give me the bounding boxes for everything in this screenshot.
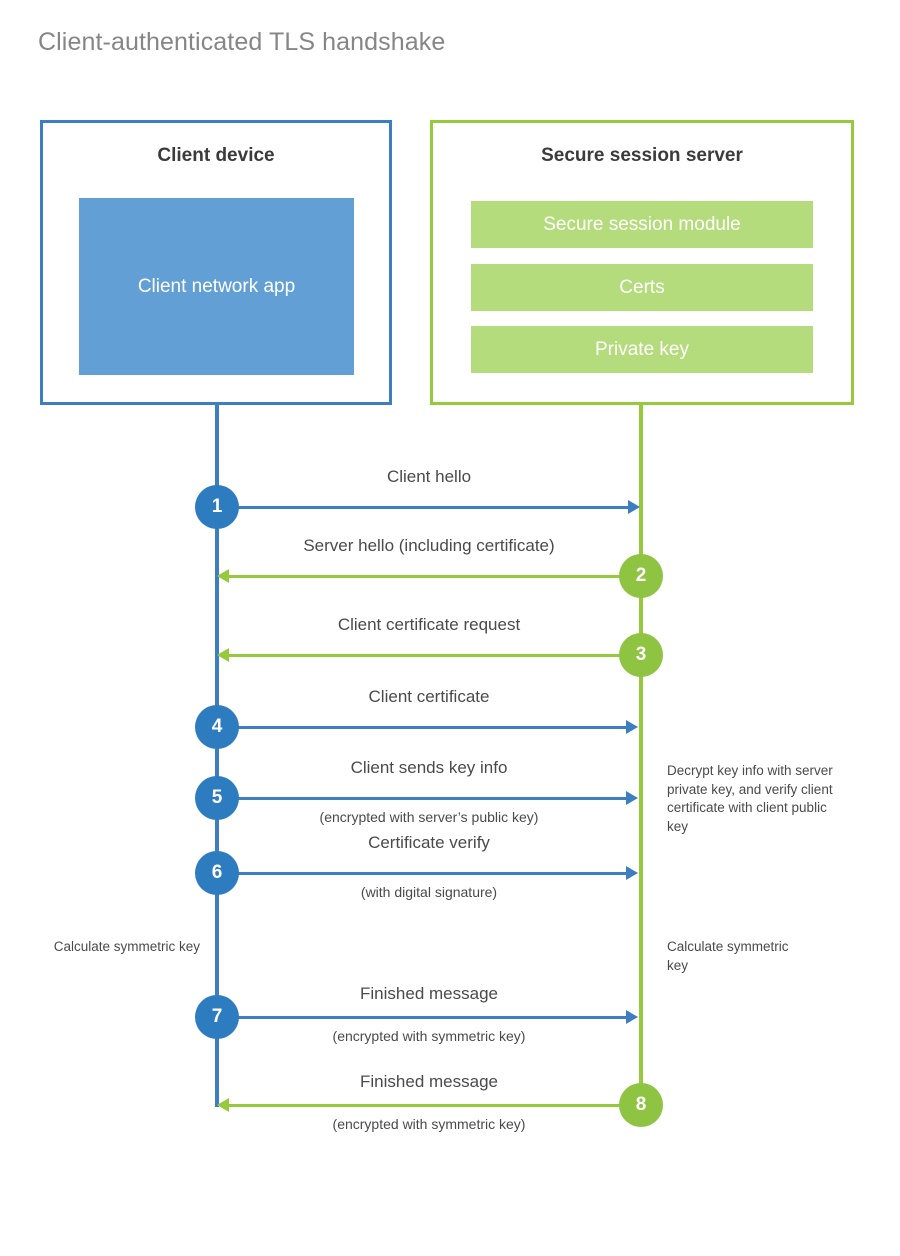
message-label-4: Client certificate	[368, 687, 490, 706]
component-secure-session-module: Secure session module	[471, 201, 813, 248]
arrow-line-6	[217, 872, 626, 875]
arrow-head-4	[626, 720, 638, 734]
step-badge-2[interactable]: 2	[619, 554, 663, 598]
lifeline-client	[215, 404, 219, 1107]
arrow-line-7	[217, 1016, 626, 1019]
arrow-head-3	[217, 648, 229, 662]
message-label-8: Finished message	[360, 1072, 498, 1091]
arrow-line-5	[217, 797, 626, 800]
arrow-line-3	[229, 654, 625, 657]
step-badge-6[interactable]: 6	[195, 851, 239, 895]
note-server-calculate-symmetric-key: Calculate symmetric key	[667, 939, 789, 973]
arrow-line-4	[217, 726, 626, 729]
step-badge-7[interactable]: 7	[195, 995, 239, 1039]
arrow-line-2	[229, 575, 625, 578]
lifeline-server	[639, 404, 643, 1107]
page-title: Client-authenticated TLS handshake	[38, 28, 446, 56]
arrow-line-1	[217, 506, 628, 509]
message-label-3: Client certificate request	[337, 615, 521, 634]
arrow-head-1	[628, 500, 640, 514]
component-private-key: Private key	[471, 326, 813, 373]
actor-title-client: Client device	[157, 145, 275, 166]
message-label-2: Server hello (including certificate)	[303, 536, 555, 555]
step-badge-3[interactable]: 3	[619, 633, 663, 677]
step-badge-5[interactable]: 5	[195, 776, 239, 820]
message-sublabel-8: (encrypted with symmetric key)	[332, 1116, 526, 1132]
arrow-head-7	[626, 1010, 638, 1024]
actor-box-server: Secure session server Secure session mod…	[430, 120, 854, 405]
message-sublabel-5: (encrypted with server’s public key)	[319, 809, 539, 825]
message-label-1: Client hello	[386, 467, 472, 486]
note-server-decrypt: Decrypt key info with server private key…	[667, 763, 833, 834]
actor-box-client: Client device Client network app	[40, 120, 392, 405]
step-badge-8[interactable]: 8	[619, 1083, 663, 1127]
component-client-network-app: Client network app	[79, 198, 354, 375]
message-label-7: Finished message	[360, 984, 498, 1003]
arrow-head-2	[217, 569, 229, 583]
arrow-line-8	[229, 1104, 625, 1107]
actor-title-server: Secure session server	[541, 145, 743, 166]
message-label-6: Certificate verify	[368, 833, 490, 852]
arrow-head-5	[626, 791, 638, 805]
arrow-head-8	[217, 1098, 229, 1112]
step-badge-4[interactable]: 4	[195, 705, 239, 749]
component-certs: Certs	[471, 264, 813, 311]
message-label-5: Client sends key info	[350, 758, 508, 777]
message-sublabel-6: (with digital signature)	[360, 884, 498, 900]
message-sublabel-7: (encrypted with symmetric key)	[332, 1028, 526, 1044]
note-client-calculate-symmetric-key: Calculate symmetric key	[53, 939, 200, 954]
step-badge-1[interactable]: 1	[195, 485, 239, 529]
arrow-head-6	[626, 866, 638, 880]
